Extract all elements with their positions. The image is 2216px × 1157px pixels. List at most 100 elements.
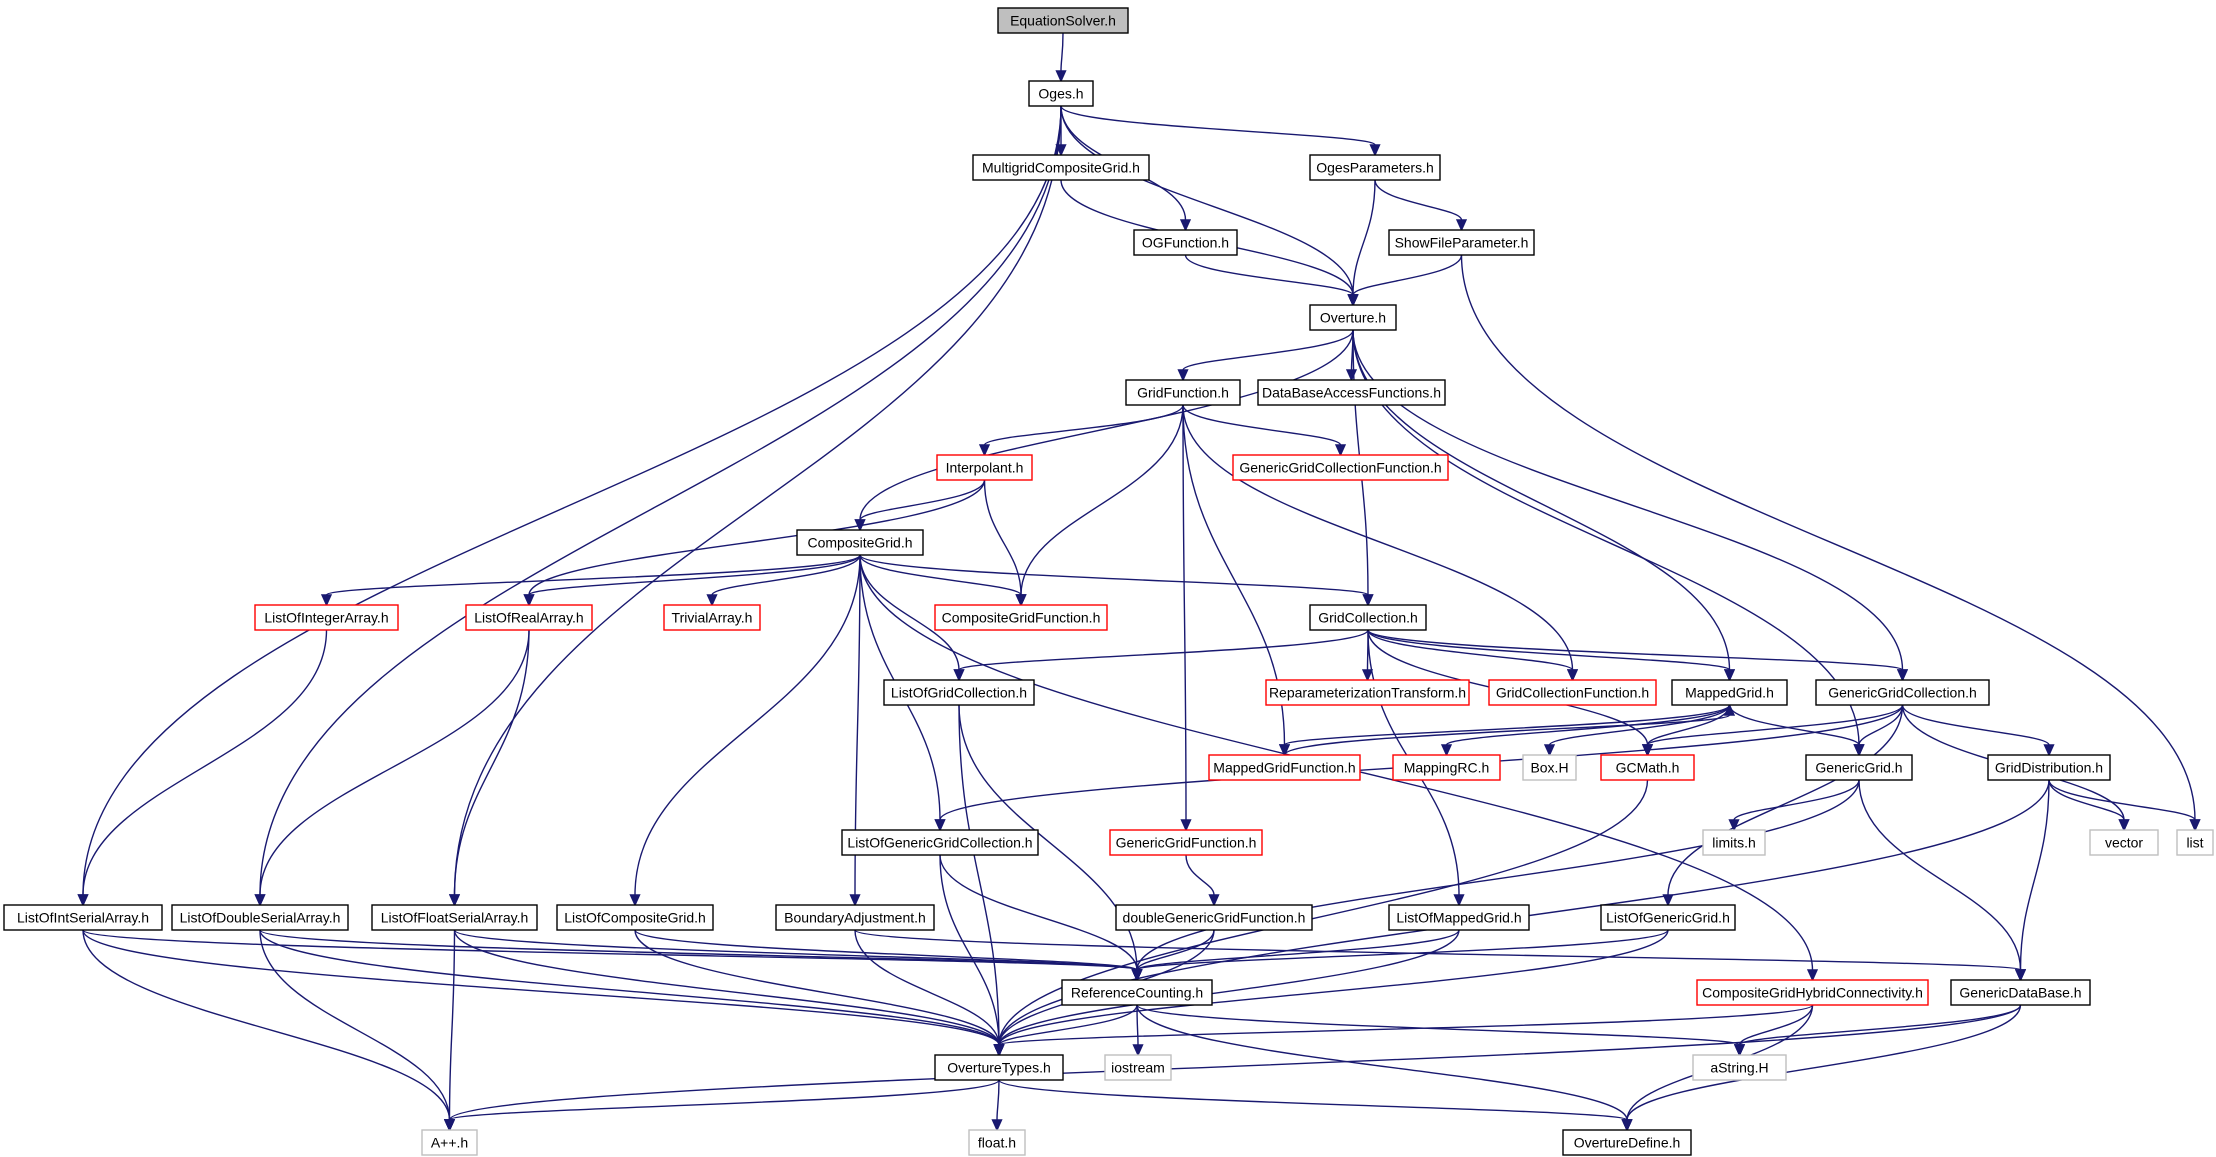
- node-label: ListOfMappedGrid.h: [1396, 910, 1521, 926]
- node-ReferenceCounting[interactable]: ReferenceCounting.h: [1061, 979, 1213, 1006]
- edge-OGFunction-to-Overture: [1184, 254, 1359, 307]
- node-GridCollection[interactable]: GridCollection.h: [1309, 604, 1427, 631]
- node-label: Overture.h: [1320, 310, 1386, 326]
- edge-line: [1020, 404, 1184, 596]
- node-ListOfCompositeGrid[interactable]: ListOfCompositeGrid.h: [556, 904, 714, 931]
- edge-line: [82, 929, 1000, 1046]
- node-box: [1232, 454, 1449, 481]
- node-box: [1600, 904, 1736, 931]
- node-label: GridFunction.h: [1137, 385, 1229, 401]
- node-ListOfGenericGrid[interactable]: ListOfGenericGrid.h: [1600, 904, 1736, 931]
- node-box: [1805, 754, 1913, 781]
- edge-line: [998, 1004, 1138, 1046]
- node-ListOfRealArray[interactable]: ListOfRealArray.h: [465, 604, 593, 631]
- edge-arrowhead: [1853, 744, 1865, 757]
- edge-line: [711, 554, 861, 596]
- node-box: [841, 829, 1039, 856]
- node-CompositeGrid[interactable]: CompositeGrid.h: [796, 529, 924, 556]
- edge-CompositeGrid-to-ListOfIntegerArray: [320, 554, 861, 607]
- edge-MappedGrid-to-MappingRC: [1440, 704, 1731, 757]
- edge-arrowhead: [1723, 669, 1736, 682]
- edge-arrowhead: [2014, 969, 2027, 982]
- node-ListOfIntegerArray[interactable]: ListOfIntegerArray.h: [254, 604, 399, 631]
- edge-line: [1185, 854, 1215, 896]
- node-label: ListOfCompositeGrid.h: [564, 910, 706, 926]
- edge-GridCollection-to-GridCollectionFunction: [1367, 629, 1579, 682]
- node-ReparameterizationTransform[interactable]: ReparameterizationTransform.h: [1265, 679, 1470, 706]
- edge-line: [1445, 704, 1731, 746]
- edge-arrowhead: [1723, 703, 1736, 716]
- node-box: [1309, 604, 1427, 631]
- edge-line: [448, 1004, 2022, 1121]
- edge-arrowhead: [993, 1044, 1005, 1057]
- node-Oges[interactable]: Oges.h: [1028, 80, 1094, 107]
- node-label: ListOfGridCollection.h: [891, 685, 1027, 701]
- node-label: ReparameterizationTransform.h: [1269, 685, 1466, 701]
- edge-arrowhead: [1455, 219, 1468, 232]
- edge-arrowhead: [1453, 894, 1465, 907]
- node-MultigridCompositeGrid[interactable]: MultigridCompositeGrid.h: [972, 154, 1150, 181]
- node-MappedGrid[interactable]: MappedGrid.h: [1671, 679, 1788, 706]
- node-CompositeGridFunction[interactable]: CompositeGridFunction.h: [934, 604, 1108, 631]
- node-box: [1815, 679, 1990, 706]
- node-GridDistribution[interactable]: GridDistribution.h: [1987, 754, 2111, 781]
- node-ListOfDoubleSerialArray[interactable]: ListOfDoubleSerialArray.h: [171, 904, 349, 931]
- node-MappingRC[interactable]: MappingRC.h: [1392, 754, 1501, 781]
- node-GridFunction[interactable]: GridFunction.h: [1125, 379, 1241, 406]
- edge-BoundaryAdjustment-to-OvertureTypes: [854, 929, 1005, 1057]
- node-GCMath[interactable]: GCMath.h: [1600, 754, 1695, 781]
- node-label: aString.H: [1710, 1060, 1768, 1076]
- node-ListOfGridCollection[interactable]: ListOfGridCollection.h: [883, 679, 1035, 706]
- edge-line: [859, 554, 960, 671]
- node-Overture[interactable]: Overture.h: [1309, 304, 1397, 331]
- edge-line: [1460, 254, 2196, 821]
- node-Interpolant[interactable]: Interpolant.h: [936, 454, 1033, 481]
- node-TrivialArray[interactable]: TrivialArray.h: [663, 604, 761, 631]
- edge-arrowhead: [1621, 1119, 1633, 1132]
- node-GenericGridCollectionFunction[interactable]: GenericGridCollectionFunction.h: [1232, 454, 1449, 481]
- node-DataBaseAccessFunctions[interactable]: DataBaseAccessFunctions.h: [1257, 379, 1446, 406]
- node-OvertureTypes[interactable]: OvertureTypes.h: [934, 1054, 1064, 1081]
- node-GenericGridFunction[interactable]: GenericGridFunction.h: [1109, 829, 1263, 856]
- node-MappedGridFunction[interactable]: MappedGridFunction.h: [1208, 754, 1361, 781]
- node-GenericGridCollection[interactable]: GenericGridCollection.h: [1815, 679, 1990, 706]
- edge-GenericGridCollection-to-GridDistribution: [1901, 704, 2055, 757]
- edge-layer: [77, 32, 2201, 1132]
- edge-GridCollection-to-GenericGridCollection: [1367, 629, 1909, 682]
- node-BoundaryAdjustment[interactable]: BoundaryAdjustment.h: [775, 904, 935, 931]
- node-label: ListOfFloatSerialArray.h: [381, 910, 529, 926]
- node-ListOfGenericGridCollection[interactable]: ListOfGenericGridCollection.h: [841, 829, 1039, 856]
- node-ListOfIntSerialArray[interactable]: ListOfIntSerialArray.h: [3, 904, 163, 931]
- node-OvertureDefine[interactable]: OvertureDefine.h: [1562, 1129, 1692, 1156]
- edge-EquationSolver-to-Oges: [1055, 32, 1067, 83]
- node-OgesParameters[interactable]: OgesParameters.h: [1309, 154, 1441, 181]
- edge-line: [859, 554, 1369, 596]
- edge-line: [1728, 704, 1860, 746]
- node-ListOfMappedGrid[interactable]: ListOfMappedGrid.h: [1388, 904, 1530, 931]
- edge-line: [1738, 1004, 1814, 1046]
- node-OGFunction[interactable]: OGFunction.h: [1133, 229, 1238, 256]
- node-iostream: iostream: [1104, 1054, 1172, 1081]
- edge-OgesParameters-to-ShowFileParameter: [1374, 179, 1468, 232]
- node-doubleGenericGridFunction[interactable]: doubleGenericGridFunction.h: [1115, 904, 1313, 931]
- node-EquationSolver[interactable]: EquationSolver.h: [997, 7, 1129, 34]
- node-box: [2089, 829, 2159, 856]
- node-GenericDataBase[interactable]: GenericDataBase.h: [1950, 979, 2091, 1006]
- edge-arrowhead: [934, 819, 946, 832]
- node-label: OGFunction.h: [1142, 235, 1229, 251]
- node-box: [254, 604, 399, 631]
- node-label: CompositeGridHybridConnectivity.h: [1702, 985, 1923, 1001]
- edge-arrowhead: [1208, 894, 1220, 907]
- node-box: [1671, 679, 1788, 706]
- edge-line: [958, 629, 1369, 671]
- edge-line: [259, 629, 530, 896]
- node-ShowFileParameter[interactable]: ShowFileParameter.h: [1388, 229, 1535, 256]
- node-ListOfFloatSerialArray[interactable]: ListOfFloatSerialArray.h: [371, 904, 538, 931]
- edge-line: [1352, 179, 1376, 296]
- node-box: [1488, 679, 1657, 706]
- node-CompositeGridHybridConnectivity[interactable]: CompositeGridHybridConnectivity.h: [1696, 979, 1929, 1006]
- edge-line: [453, 629, 530, 896]
- node-label: OgesParameters.h: [1316, 160, 1434, 176]
- node-GenericGrid[interactable]: GenericGrid.h: [1805, 754, 1913, 781]
- node-GridCollectionFunction[interactable]: GridCollectionFunction.h: [1488, 679, 1657, 706]
